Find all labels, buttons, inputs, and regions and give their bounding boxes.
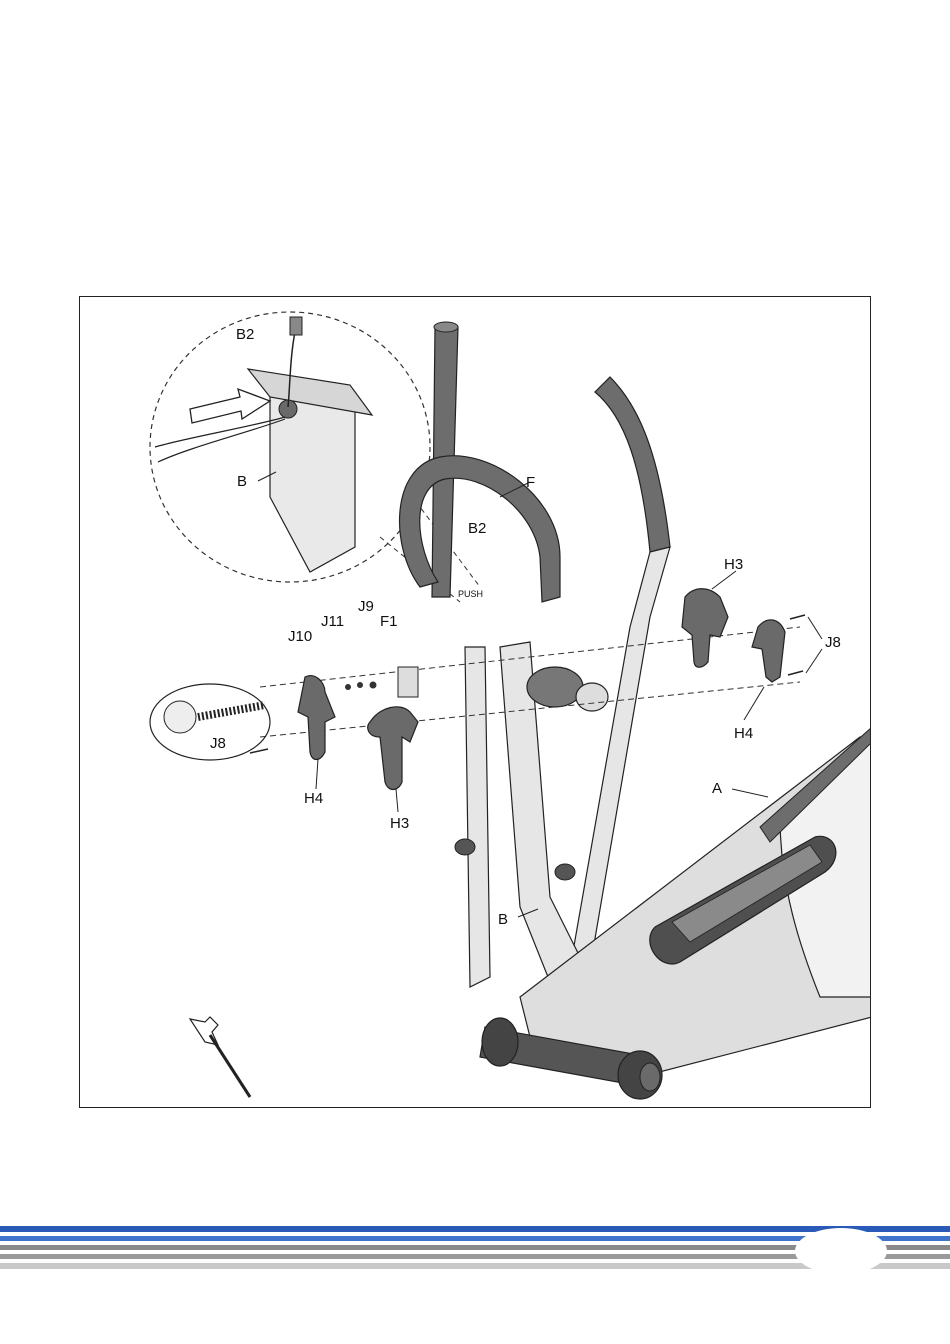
cover-h4-left bbox=[298, 676, 335, 760]
washer-j10 bbox=[345, 684, 351, 690]
nut-j9 bbox=[370, 682, 377, 689]
label-j8-right: J8 bbox=[825, 634, 841, 651]
label-h4-right: H4 bbox=[734, 725, 753, 742]
leader-h3-left bbox=[396, 789, 398, 812]
leader-h4-right bbox=[744, 687, 764, 720]
leader-j8-right-2 bbox=[806, 649, 822, 673]
label-push: PUSH bbox=[458, 589, 483, 599]
label-j11: J11 bbox=[321, 613, 344, 630]
label-j10: J10 bbox=[288, 628, 312, 645]
screw-detail-head bbox=[164, 701, 196, 733]
detail-connector bbox=[290, 317, 302, 335]
pivot-end bbox=[576, 683, 608, 711]
washer-j11 bbox=[357, 682, 363, 688]
leader-h4-left bbox=[316, 759, 318, 789]
page-number-badge bbox=[795, 1228, 887, 1274]
label-h4-left: H4 bbox=[304, 790, 323, 807]
label-f1: F1 bbox=[380, 613, 398, 630]
detail-wire bbox=[155, 417, 285, 447]
leader-a bbox=[732, 789, 768, 797]
cover-h3-left bbox=[368, 707, 418, 790]
left-lower-arm bbox=[465, 647, 490, 987]
label-a: A bbox=[712, 780, 722, 797]
label-j9: J9 bbox=[358, 598, 374, 615]
pivot-axle bbox=[527, 667, 583, 707]
assembly-diagram-frame: B2 B F B2 PUSH H3 J8 H4 J10 J11 J9 F1 J8… bbox=[79, 296, 871, 1108]
stabilizer-wheel-left bbox=[482, 1018, 518, 1066]
assembly-diagram: B2 B F B2 PUSH H3 J8 H4 J10 J11 J9 F1 J8… bbox=[80, 297, 871, 1108]
cover-h4-right bbox=[752, 620, 785, 682]
cover-h3-right bbox=[682, 589, 728, 668]
screw-j8-right-top bbox=[790, 615, 805, 619]
leader-j8-right bbox=[808, 617, 822, 639]
detail-wire-2 bbox=[158, 419, 285, 462]
bracket-f1 bbox=[398, 667, 418, 697]
screw-j8-right-bottom bbox=[788, 671, 803, 675]
left-handle-cap bbox=[434, 322, 458, 332]
label-b2-mid: B2 bbox=[468, 520, 486, 537]
knob-left bbox=[455, 839, 475, 855]
right-handle-pole bbox=[595, 377, 670, 552]
detail-push-arrow bbox=[190, 389, 270, 423]
label-j8-detail: J8 bbox=[210, 735, 226, 752]
leader-h3-right bbox=[712, 571, 736, 589]
label-h3-right: H3 bbox=[724, 556, 743, 573]
stabilizer-wheel-right-cap bbox=[640, 1063, 660, 1091]
screw-detail-thread bbox=[198, 705, 265, 717]
allen-key-shaft bbox=[210, 1035, 250, 1097]
label-b-main: B bbox=[498, 911, 508, 928]
footer-stripe-blue-1 bbox=[0, 1226, 950, 1232]
label-b-detail: B bbox=[237, 473, 247, 490]
label-f: F bbox=[526, 474, 535, 491]
label-b2-top: B2 bbox=[236, 326, 254, 343]
label-h3-left: H3 bbox=[390, 815, 409, 832]
screw-j8-left bbox=[250, 749, 268, 753]
knob-right bbox=[555, 864, 575, 880]
